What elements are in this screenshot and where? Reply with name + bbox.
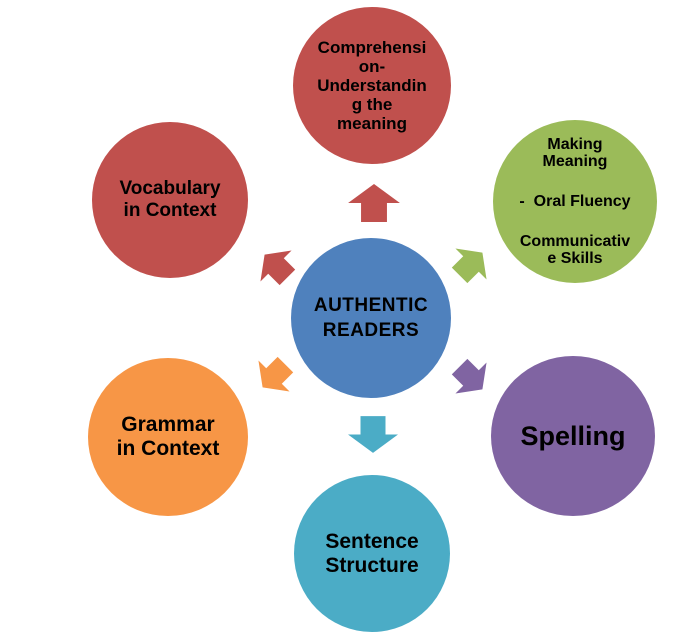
node-comprehension: Comprehensi on- Understandin g the meani…	[293, 7, 451, 164]
node-authentic-readers-label: AUTHENTIC READERS	[313, 295, 429, 341]
up-right-arrow-icon	[445, 238, 497, 290]
down-arrow-icon	[348, 414, 398, 455]
up-arrow-icon	[346, 184, 402, 222]
node-authentic-readers: AUTHENTIC READERS	[291, 238, 451, 398]
node-vocabulary-label: Vocabulary in Context	[119, 178, 221, 221]
node-making-meaning: Making Meaning - Oral Fluency Communicat…	[493, 120, 657, 283]
making-meaning-oral-fluency: - Oral Fluency	[519, 193, 631, 210]
node-spelling: Spelling	[491, 356, 655, 516]
down-left-arrow-icon	[248, 350, 300, 402]
making-meaning-title: Making Meaning	[542, 136, 608, 170]
node-sentence-structure-label: Sentence Structure	[325, 529, 419, 577]
node-grammar-label: Grammar in Context	[116, 413, 220, 460]
making-meaning-communicative-skills: Communicativ e Skills	[519, 233, 631, 267]
node-grammar-in-context: Grammar in Context	[88, 358, 248, 516]
node-comprehension-label: Comprehensi on- Understandin g the meani…	[317, 38, 427, 133]
up-left-arrow-icon	[250, 240, 302, 292]
down-right-arrow-icon	[445, 352, 497, 404]
node-spelling-label: Spelling	[520, 421, 626, 451]
node-making-meaning-label: Making Meaning - Oral Fluency Communicat…	[519, 116, 630, 287]
node-sentence-structure: Sentence Structure	[294, 475, 450, 632]
node-vocabulary-in-context: Vocabulary in Context	[92, 122, 248, 278]
